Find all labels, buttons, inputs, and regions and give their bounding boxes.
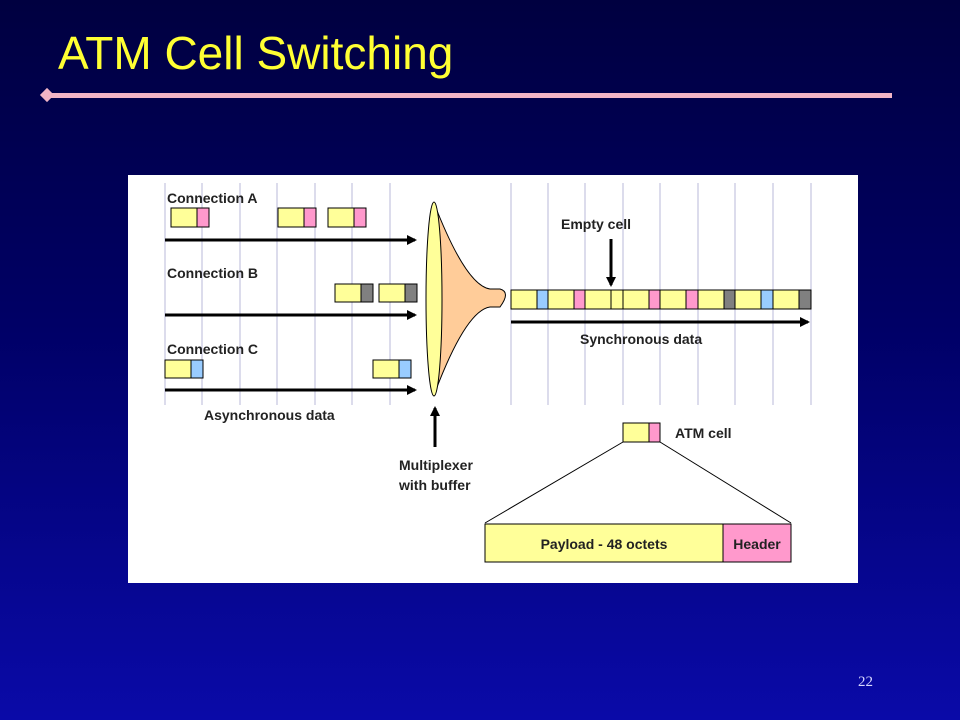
connection-a-cells bbox=[170, 207, 367, 228]
connection-c-cells bbox=[164, 359, 412, 379]
asynchronous-data-label: Asynchronous data bbox=[204, 407, 335, 423]
cell-a-3-header bbox=[353, 207, 367, 228]
atm-switching-diagram: Connection A Connection B Connection C bbox=[164, 183, 812, 563]
cell-b-2-header bbox=[404, 283, 418, 303]
cell-a-2-payload bbox=[277, 207, 305, 228]
title-rule bbox=[46, 93, 892, 98]
multiplexer-label-line1: Multiplexer bbox=[399, 457, 473, 473]
cell-a-1-payload bbox=[170, 207, 198, 228]
cell-c-2-header bbox=[398, 359, 412, 379]
cell-c-1-payload bbox=[164, 359, 192, 379]
multiplexer-funnel bbox=[425, 201, 506, 397]
atm-cell-small bbox=[622, 422, 661, 443]
connection-b-label: Connection B bbox=[167, 265, 258, 281]
atm-cell-label: ATM cell bbox=[675, 425, 732, 441]
multiplexer-label-line2: with buffer bbox=[398, 477, 471, 493]
cell-a-1-header bbox=[196, 207, 210, 228]
synchronous-cell-stream bbox=[510, 289, 812, 310]
rule-diamond-bullet bbox=[39, 87, 55, 103]
page-number: 22 bbox=[858, 674, 873, 690]
synchronous-data-label: Synchronous data bbox=[580, 331, 702, 347]
slide-title: ATM Cell Switching bbox=[58, 27, 454, 79]
cell-c-2-payload bbox=[372, 359, 400, 379]
cell-b-1-payload bbox=[334, 283, 362, 303]
cell-a-3-payload bbox=[327, 207, 355, 228]
header-label: Header bbox=[733, 536, 781, 552]
connection-a-label: Connection A bbox=[167, 190, 257, 206]
zoom-line-right bbox=[659, 441, 792, 524]
zoom-line-left bbox=[484, 441, 624, 524]
cell-c-1-header bbox=[190, 359, 204, 379]
atm-cell-expanded bbox=[484, 523, 792, 563]
cell-b-1-header bbox=[360, 283, 374, 303]
cell-b-2-payload bbox=[378, 283, 406, 303]
empty-cell-label: Empty cell bbox=[561, 216, 631, 232]
connection-b-cells bbox=[334, 283, 418, 303]
connection-c-label: Connection C bbox=[167, 341, 258, 357]
payload-label: Payload - 48 octets bbox=[541, 536, 668, 552]
diagram-panel: Connection A Connection B Connection C bbox=[128, 175, 858, 583]
header-box bbox=[722, 523, 792, 563]
payload-box bbox=[484, 523, 724, 563]
cell-a-2-header bbox=[303, 207, 317, 228]
